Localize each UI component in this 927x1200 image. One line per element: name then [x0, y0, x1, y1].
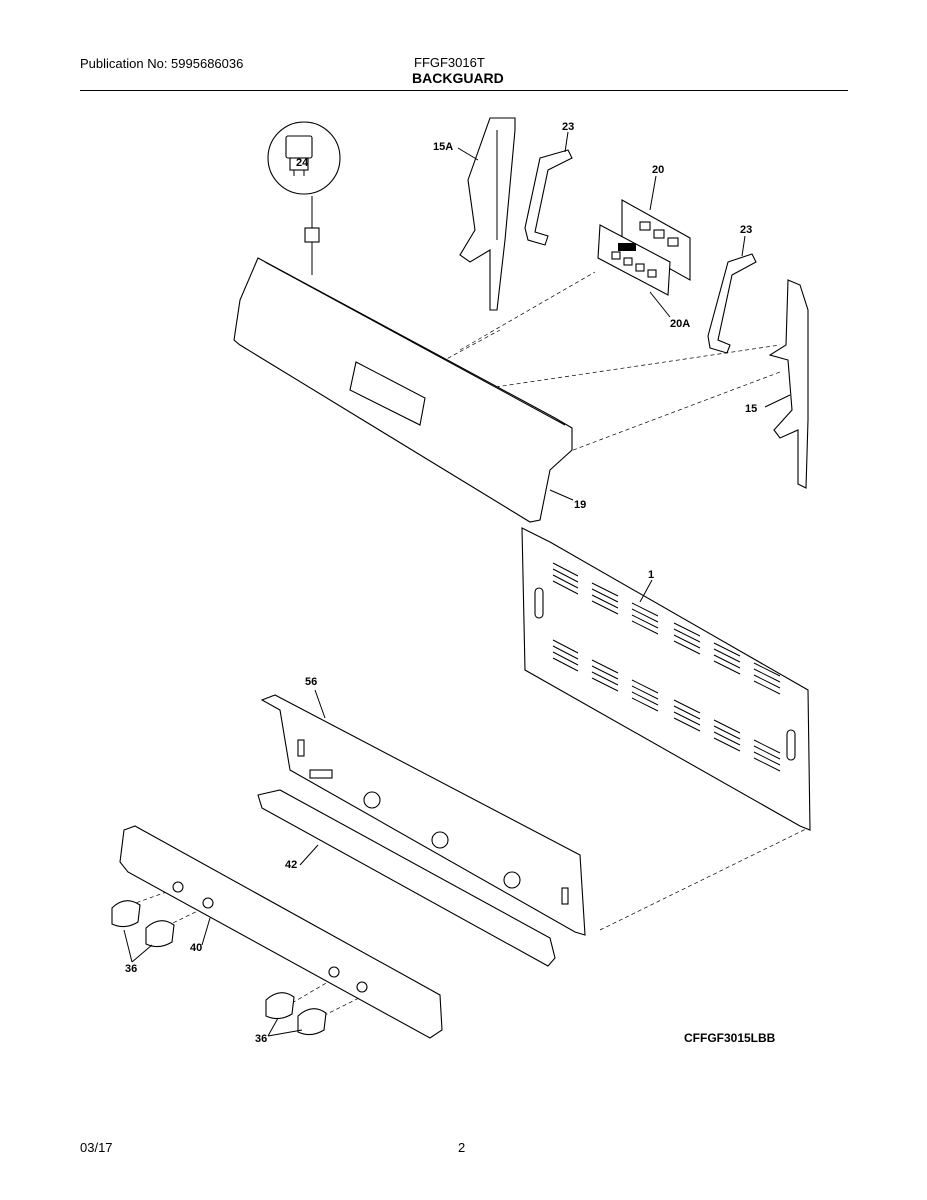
label-part-40: 40	[190, 942, 202, 954]
part-40-control-panel	[119, 825, 443, 1039]
label-part-1: 1	[648, 569, 654, 581]
label-part-23-lower: 23	[740, 224, 752, 236]
label-part-42: 42	[285, 859, 297, 871]
part-15-bracket	[768, 279, 809, 489]
part-20a-overlay	[597, 224, 671, 296]
publication-number: Publication No: 5995686036	[80, 56, 244, 71]
label-part-36-right: 36	[255, 1033, 267, 1045]
part-15a-bracket	[459, 117, 516, 311]
label-part-36-left: 36	[125, 963, 137, 975]
vent-slots	[552, 562, 781, 772]
part-56-manifold-panel	[260, 694, 586, 936]
label-part-15: 15	[745, 403, 757, 415]
leader-lines	[123, 131, 791, 1037]
part-20-control-board	[621, 199, 691, 281]
label-part-20a: 20A	[670, 318, 690, 330]
diagram-code: CFFGF3015LBB	[684, 1031, 776, 1045]
page-number: 2	[458, 1140, 466, 1155]
part-42-trim	[257, 789, 556, 967]
header-rule	[80, 90, 848, 91]
label-part-15a: 15A	[433, 141, 453, 153]
label-part-56: 56	[305, 676, 317, 688]
label-part-23-upper: 23	[562, 121, 574, 133]
part-23-lower-bracket	[707, 253, 757, 354]
model-number: FFGF3016T	[414, 55, 485, 70]
part-19-backguard-panel	[233, 257, 573, 523]
part-1-rear-panel	[521, 527, 811, 831]
part-23-upper-bracket	[524, 149, 573, 246]
part-36-knobs	[111, 900, 327, 1036]
section-title: BACKGUARD	[412, 70, 504, 86]
label-part-20: 20	[652, 164, 664, 176]
footer-date: 03/17	[80, 1140, 113, 1155]
label-part-19: 19	[574, 499, 586, 511]
label-part-24: 24	[296, 157, 309, 169]
part-24-switch	[267, 121, 341, 275]
